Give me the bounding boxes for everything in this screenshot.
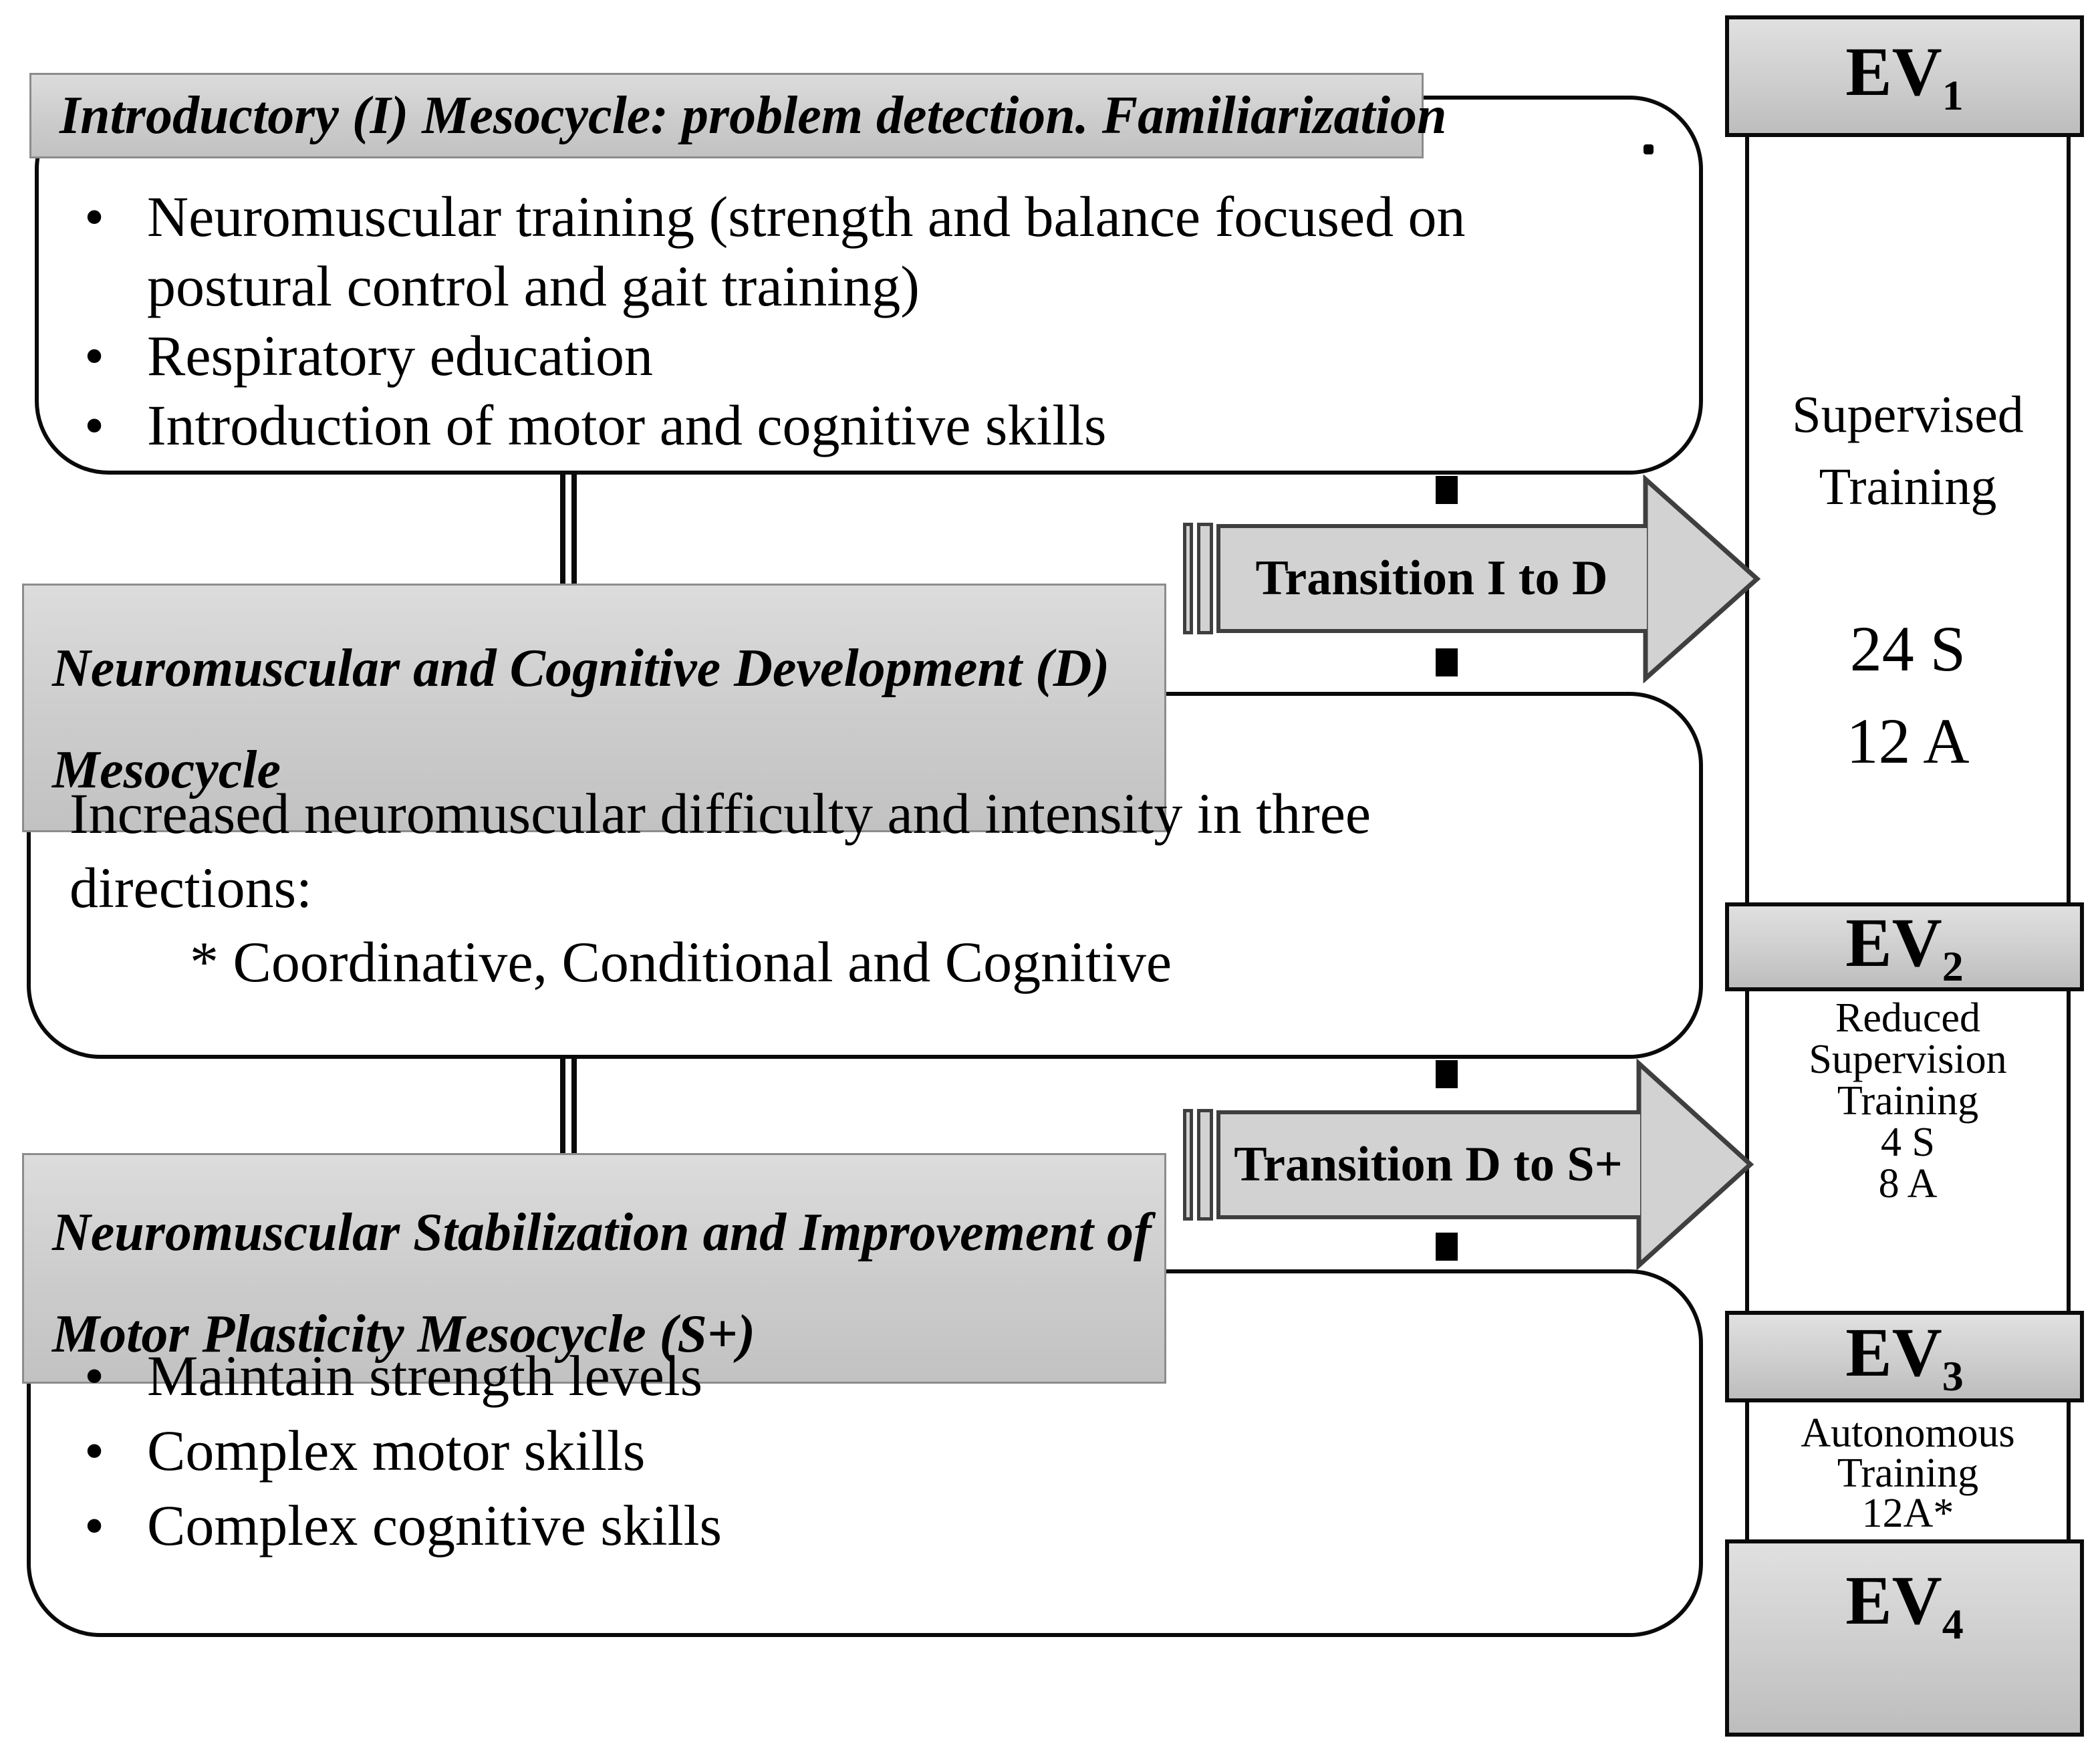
development-header-line-2: Mesocycle	[52, 741, 281, 799]
transition-2-arrow-body	[1216, 1110, 1640, 1219]
stabilization-bullet-1: Maintain strength levels	[84, 1338, 1555, 1413]
development-body-line-2: directions:	[70, 856, 313, 920]
reduced-supervision-training-label: Reduced Supervision Training 4 S 8 A	[1749, 997, 2067, 1205]
section1-count-1: 24 S	[1849, 613, 1966, 684]
ev1-subscript: 1	[1942, 71, 1964, 119]
stabilization-bullet-3: Complex cognitive skills	[84, 1488, 1555, 1563]
ev4-text: EV	[1845, 1562, 1942, 1639]
transition-1-arrowhead-icon	[1643, 475, 1761, 683]
stabilization-bullet-2: Complex motor skills	[84, 1413, 1555, 1488]
transition-1-stripe-icon	[1197, 523, 1213, 634]
timeline-column	[1745, 134, 2071, 1544]
development-body-text: Increased neuromuscular difficulty and i…	[70, 777, 1647, 999]
ev3-subscript: 3	[1942, 1352, 1964, 1400]
intro-bullet-1: Neuromuscular training (strength and bal…	[84, 182, 1515, 321]
transition-1-arrow-body	[1216, 524, 1647, 633]
intro-mesocycle-title: Introductory (I) Mesocycle: problem dete…	[59, 86, 1447, 145]
timeline-event-ev2: EV2	[1725, 902, 2084, 991]
transition-2-label: Transition D to S+	[1234, 1137, 1623, 1192]
autonomous-training-label: Autonomous Training 12A*	[1749, 1410, 2067, 1536]
section2-line-4: 4 S	[1881, 1120, 1935, 1165]
intro-bullet-list: Neuromuscular training (strength and bal…	[84, 182, 1515, 460]
transition-1-label: Transition I to D	[1255, 551, 1608, 606]
transition-2-arrowhead-icon	[1636, 1059, 1754, 1270]
connector-development-to-stabilization	[560, 1056, 577, 1156]
development-body-line-1: Increased neuromuscular difficulty and i…	[70, 781, 1371, 846]
ev3-label: EV3	[1845, 1313, 1963, 1401]
ev1-label: EV1	[1845, 32, 1963, 120]
ev1-text: EV	[1845, 33, 1942, 111]
stabilization-header-line-1: Neuromuscular Stabilization and Improvem…	[52, 1203, 1152, 1262]
section3-line-1: Autonomous	[1801, 1410, 2015, 1456]
ev2-subscript: 2	[1942, 942, 1964, 990]
supervised-training-counts: 24 S 12 A	[1749, 603, 2067, 787]
section3-line-3: 12A*	[1861, 1491, 1954, 1536]
supervised-training-label: Supervised Training	[1749, 378, 2067, 523]
transition-2-stripe-icon	[1183, 1109, 1193, 1221]
development-header-line-1: Neuromuscular and Cognitive Development …	[52, 639, 1110, 698]
ev2-label: EV2	[1845, 903, 1963, 991]
section2-line-3: Training	[1837, 1078, 1979, 1124]
ev4-label: EV4	[1845, 1561, 1963, 1649]
development-mesocycle-header: Neuromuscular and Cognitive Development …	[22, 584, 1166, 832]
arrowhead-shape	[1636, 1059, 1754, 1270]
intro-bullet-3: Introduction of motor and cognitive skil…	[84, 390, 1515, 460]
connector-intro-to-development	[560, 472, 577, 587]
timeline-event-ev3: EV3	[1725, 1311, 2084, 1402]
section2-line-1: Reduced	[1835, 995, 1980, 1041]
ev4-subscript: 4	[1942, 1600, 1964, 1648]
transition-1-stripe-icon	[1183, 523, 1193, 634]
development-body-line-3: * Coordinative, Conditional and Cognitiv…	[190, 930, 1172, 994]
transition-2-stripe-icon	[1197, 1109, 1213, 1221]
section2-line-5: 8 A	[1878, 1161, 1938, 1207]
section3-line-2: Training	[1837, 1451, 1979, 1496]
section1-count-2: 12 A	[1846, 705, 1970, 777]
timeline-event-ev4: EV4	[1725, 1539, 2084, 1737]
intro-bullet-2: Respiratory education	[84, 321, 1515, 390]
ev2-text: EV	[1845, 904, 1942, 981]
section2-line-2: Supervision	[1809, 1037, 2007, 1082]
arrowhead-shape	[1643, 475, 1761, 683]
stray-dot	[1644, 144, 1654, 154]
timeline-event-ev1: EV1	[1725, 15, 2084, 137]
stabilization-bullet-list: Maintain strength levels Complex motor s…	[84, 1338, 1555, 1563]
section1-line-1: Supervised	[1792, 385, 2024, 443]
intro-mesocycle-header: Introductory (I) Mesocycle: problem dete…	[29, 73, 1446, 158]
section1-line-2: Training	[1819, 457, 1997, 515]
ev3-text: EV	[1845, 1313, 1942, 1391]
